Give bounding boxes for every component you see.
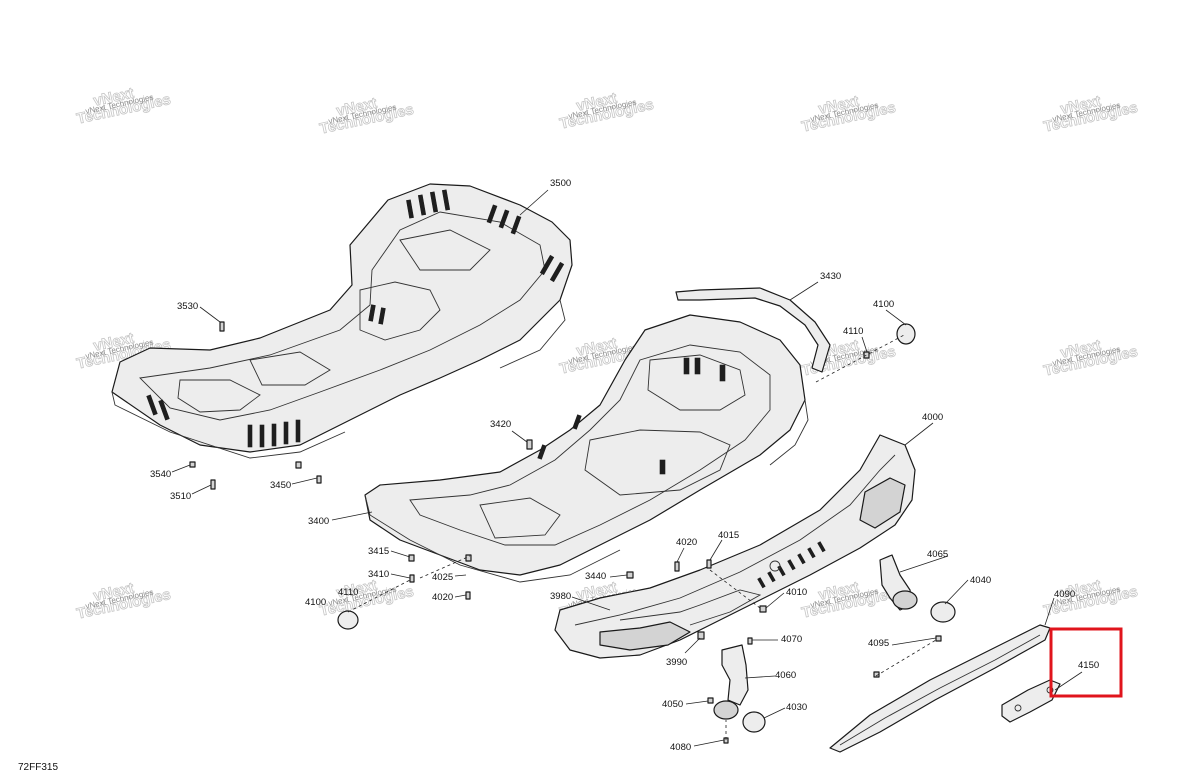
callout-4030: 4030 xyxy=(786,702,807,713)
callout-4095: 4095 xyxy=(868,638,889,649)
callout-3400: 3400 xyxy=(308,516,329,527)
callout-4050: 4050 xyxy=(662,699,683,710)
part-4065-bracket xyxy=(879,554,918,611)
watermark: vNext Technologies vNext Technologies xyxy=(75,579,173,623)
part-3400-rear-rack xyxy=(364,314,809,583)
watermark: vNext Technologies vNext Technologies xyxy=(558,89,656,133)
part-4090-skid-strip xyxy=(829,624,1051,753)
watermark: vNext Technologies vNext Technologies xyxy=(318,94,416,138)
watermark: vNext Technologies vNext Technologies xyxy=(1042,92,1140,136)
part-4000-rear-bumper xyxy=(554,434,916,659)
part-4060-bracket xyxy=(713,644,749,720)
watermark: vNext Technologies vNext Technologies xyxy=(318,576,416,620)
highlight-box-4150 xyxy=(1049,627,1123,698)
callout-4150: 4150 xyxy=(1078,660,1099,671)
callout-labels: 3500 3530 3540 3510 3450 3430 4100 4110 … xyxy=(150,178,1099,753)
callout-4060: 4060 xyxy=(775,670,796,681)
reference-code: 72FF315 xyxy=(18,762,58,773)
callout-3530: 3530 xyxy=(177,301,198,312)
callout-4100-lower: 4100 xyxy=(305,597,326,608)
callout-3420: 3420 xyxy=(490,419,511,430)
callout-3450: 3450 xyxy=(270,480,291,491)
callout-4065: 4065 xyxy=(927,549,948,560)
leader-lines xyxy=(171,189,1083,747)
rack-ribs xyxy=(146,189,565,448)
callout-3510: 3510 xyxy=(170,491,191,502)
watermark: vNext Technologies vNext Technologies xyxy=(1042,336,1140,380)
callout-4010: 4010 xyxy=(786,587,807,598)
callout-3980: 3980 xyxy=(550,591,571,602)
callout-4110-upper: 4110 xyxy=(843,326,863,337)
callout-4020-lower: 4020 xyxy=(432,592,453,603)
callout-3540: 3540 xyxy=(150,469,171,480)
watermark: vNext Technologies vNext Technologies xyxy=(800,92,898,136)
callout-3440: 3440 xyxy=(585,571,606,582)
callout-4080: 4080 xyxy=(670,742,691,753)
callout-4090: 4090 xyxy=(1054,589,1075,600)
callout-3500: 3500 xyxy=(550,178,571,189)
part-4030-reflector xyxy=(742,711,766,733)
fasteners xyxy=(189,321,942,744)
callout-3410: 3410 xyxy=(368,569,389,580)
callout-4015: 4015 xyxy=(718,530,739,541)
callout-4040: 4040 xyxy=(970,575,991,586)
callout-4020-upper: 4020 xyxy=(676,537,697,548)
part-3430-support-bar xyxy=(675,287,831,373)
callout-4025: 4025 xyxy=(432,572,453,583)
callout-3430: 3430 xyxy=(820,271,841,282)
callout-3415: 3415 xyxy=(368,546,389,557)
callout-4110-lower: 4110 xyxy=(338,587,358,598)
part-3500-front-rack xyxy=(111,183,573,459)
part-4100-cap-upper xyxy=(896,323,916,345)
part-4040-reflector xyxy=(930,601,956,623)
callout-3990: 3990 xyxy=(666,657,687,668)
callout-4000: 4000 xyxy=(922,412,943,423)
part-4100-cap-lower xyxy=(337,610,359,630)
callout-4070: 4070 xyxy=(781,634,802,645)
watermark: vNext Technologies vNext Technologies xyxy=(75,84,173,128)
callout-4100-upper: 4100 xyxy=(873,299,894,310)
